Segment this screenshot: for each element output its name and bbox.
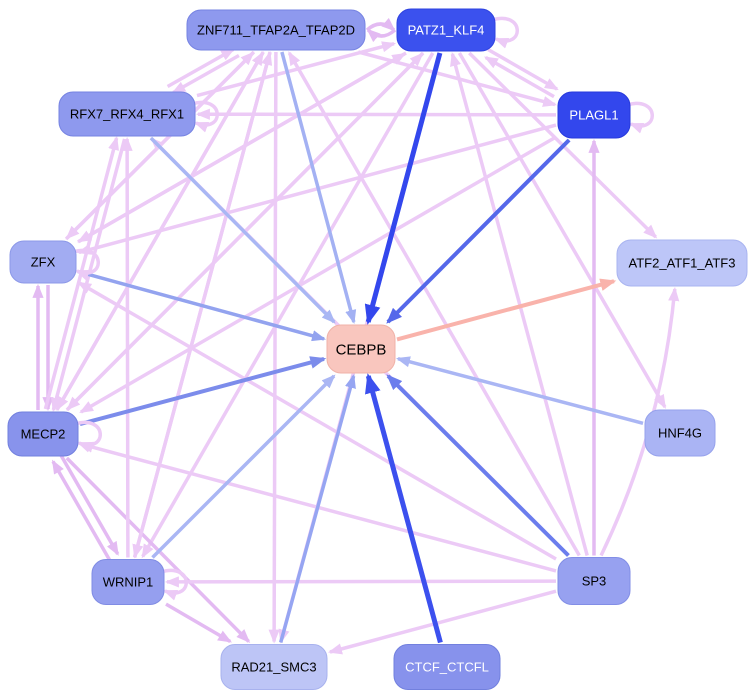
node-box-rfx7[interactable]: [58, 91, 196, 137]
edge-sp3-wrnip1: [164, 576, 557, 588]
node-box-sp3[interactable]: [557, 557, 631, 605]
edge-ctcf-cebpb: [365, 373, 443, 644]
node-mecp2[interactable]: MECP2: [7, 411, 79, 457]
node-cebpb[interactable]: CEBPB: [326, 324, 396, 374]
edge-patz1-plagl1: [487, 47, 559, 91]
node-hnf4g[interactable]: HNF4G: [644, 409, 716, 457]
node-box-znf711[interactable]: [186, 9, 366, 51]
node-wrnip1[interactable]: WRNIP1: [91, 559, 165, 605]
edge-mecp2-wrnip1: [59, 454, 120, 556]
edge-zfx-cebpb: [77, 269, 327, 342]
self-loop-rfx7: [191, 100, 219, 133]
edge-rfx7-znf711: [166, 47, 236, 89]
edge-cebpb-atf2: [396, 278, 617, 342]
edge-znf711-rad21: [268, 51, 280, 644]
node-box-zfx[interactable]: [9, 240, 77, 284]
edge-mecp2-rad21: [65, 456, 251, 643]
edge-patz1-znf711: [366, 28, 397, 43]
self-loop-patz1: [491, 16, 519, 49]
edge-znf711-cebpb: [280, 51, 357, 325]
edge-rfx7-patz1: [196, 41, 397, 98]
self-loop-plagl1: [626, 101, 654, 134]
self-loop-zfx: [72, 248, 100, 281]
edge-patz1-cebpb: [364, 52, 443, 325]
node-plagl1[interactable]: PLAGL1: [557, 91, 631, 139]
node-sp3[interactable]: SP3: [557, 557, 631, 605]
edge-sp3-znf711: [287, 51, 581, 557]
node-ctcf[interactable]: CTCF_CTCFL: [393, 644, 501, 690]
edge-mecp2-znf711: [55, 51, 265, 411]
self-loop-mecp2: [74, 420, 102, 453]
edge-rfx7-cebpb: [149, 136, 336, 324]
edge-plagl1-cebpb: [386, 138, 571, 324]
node-zfx[interactable]: ZFX: [9, 240, 77, 284]
edge-znf711-rfx7: [171, 53, 240, 95]
edge-zfx-patz1: [77, 52, 407, 244]
edge-sp3-cebpb: [386, 374, 570, 557]
node-patz1[interactable]: PATZ1_KLF4: [396, 8, 496, 52]
node-box-ctcf[interactable]: [393, 644, 501, 690]
edge-mecp2-cebpb: [79, 356, 327, 427]
edge-hnf4g-cebpb: [395, 356, 644, 425]
node-rfx7[interactable]: RFX7_RFX4_RFX1: [58, 91, 196, 137]
node-box-cebpb[interactable]: [326, 324, 396, 374]
edge-rad21-cebpb: [279, 373, 356, 643]
edge-sp3-zfx: [77, 281, 557, 561]
edge-wrnip1-rad21: [165, 602, 233, 644]
edge-wrnip1-cebpb: [151, 374, 336, 559]
node-box-hnf4g[interactable]: [644, 409, 716, 457]
edge-wrnip1-rfx7: [121, 136, 133, 558]
node-box-wrnip1[interactable]: [91, 559, 165, 605]
edge-znf711-patz1: [365, 17, 396, 32]
edge-patz1-hnf4g: [457, 52, 667, 409]
node-box-mecp2[interactable]: [7, 411, 79, 457]
node-box-atf2[interactable]: [616, 239, 748, 287]
node-box-patz1[interactable]: [396, 8, 496, 52]
node-atf2[interactable]: ATF2_ATF1_ATF3: [616, 239, 748, 287]
edge-plagl1-patz1: [483, 55, 555, 99]
self-loop-wrnip1: [160, 568, 188, 601]
node-rad21[interactable]: RAD21_SMC3: [220, 644, 328, 690]
edge-plagl1-mecp2: [79, 135, 557, 414]
node-znf711[interactable]: ZNF711_TFAP2A_TFAP2D: [186, 9, 366, 51]
edge-wrnip1-mecp2: [51, 459, 112, 561]
node-box-rad21[interactable]: [220, 644, 328, 690]
edge-plagl1-rfx7: [195, 108, 557, 120]
edge-sp3-rad21: [327, 589, 557, 655]
node-box-plagl1[interactable]: [557, 91, 631, 139]
